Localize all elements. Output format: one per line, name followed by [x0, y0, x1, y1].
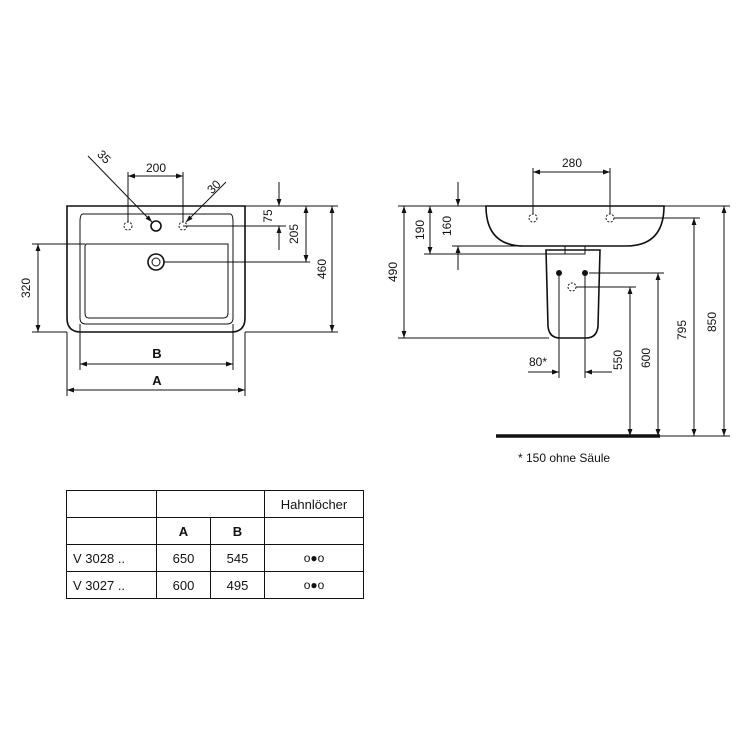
- table-blank-cell: [66, 517, 157, 545]
- table-row: V 3028 .. 650 545 o●o: [66, 544, 364, 572]
- dim-320: 320: [19, 278, 33, 298]
- side-hole-left: [528, 213, 538, 223]
- dim-460: 460: [315, 259, 329, 279]
- dim-80: 80*: [529, 355, 547, 369]
- pedestal: [545, 249, 601, 339]
- model-cell: V 3027 ..: [66, 571, 157, 599]
- table-blank-cell: [156, 490, 265, 518]
- header-faucet-holes: Hahnlöcher: [264, 490, 364, 518]
- model-table: Hahnlöcher A B V 3028 .. 650 545 o●o V 3…: [66, 490, 364, 599]
- b-cell: 495: [210, 571, 265, 599]
- table-blank-cell: [66, 490, 157, 518]
- dim-a: A: [152, 373, 162, 388]
- dim-35: 35: [94, 147, 114, 167]
- dim-550: 550: [611, 350, 625, 370]
- faucet-hole-center: [150, 220, 162, 232]
- side-view: 280 190 160 490 80* 550 600: [386, 156, 730, 465]
- faucet-holes-cell: o●o: [264, 571, 364, 599]
- basin-profile: [485, 205, 665, 247]
- dim-b: B: [152, 346, 161, 361]
- dim-30: 30: [204, 177, 224, 197]
- a-cell: 650: [156, 544, 211, 572]
- faucet-hole-left: [123, 221, 133, 231]
- basin-outline: [66, 205, 246, 333]
- dim-200: 200: [146, 161, 166, 175]
- dim-75: 75: [261, 209, 275, 223]
- header-col-b: B: [210, 517, 265, 545]
- model-cell: V 3028 ..: [66, 544, 157, 572]
- dim-190: 190: [413, 220, 427, 240]
- dim-795: 795: [675, 320, 689, 340]
- a-cell: 600: [156, 571, 211, 599]
- top-view: 200 35 30 75 205 460 320 B: [19, 147, 338, 396]
- table-row: V 3027 .. 600 495 o●o: [66, 571, 364, 599]
- basin-bowl: [84, 243, 229, 319]
- basin-rim: [79, 213, 234, 325]
- side-hole-right: [605, 213, 615, 223]
- footnote: * 150 ohne Säule: [518, 451, 610, 465]
- table-blank-cell: [264, 517, 364, 545]
- trap-outlet: [567, 282, 577, 292]
- table-header-row-2: A B: [66, 517, 364, 545]
- dim-160: 160: [440, 216, 454, 236]
- drain-inner: [151, 257, 161, 267]
- dim-490: 490: [386, 262, 400, 282]
- table-header-row-1: Hahnlöcher: [66, 490, 364, 518]
- dim-280: 280: [562, 156, 582, 170]
- dim-600: 600: [639, 348, 653, 368]
- faucet-holes-cell: o●o: [264, 544, 364, 572]
- dim-850: 850: [705, 312, 719, 332]
- dim-205: 205: [287, 224, 301, 244]
- header-col-a: A: [156, 517, 211, 545]
- b-cell: 545: [210, 544, 265, 572]
- drain-outer: [147, 253, 165, 271]
